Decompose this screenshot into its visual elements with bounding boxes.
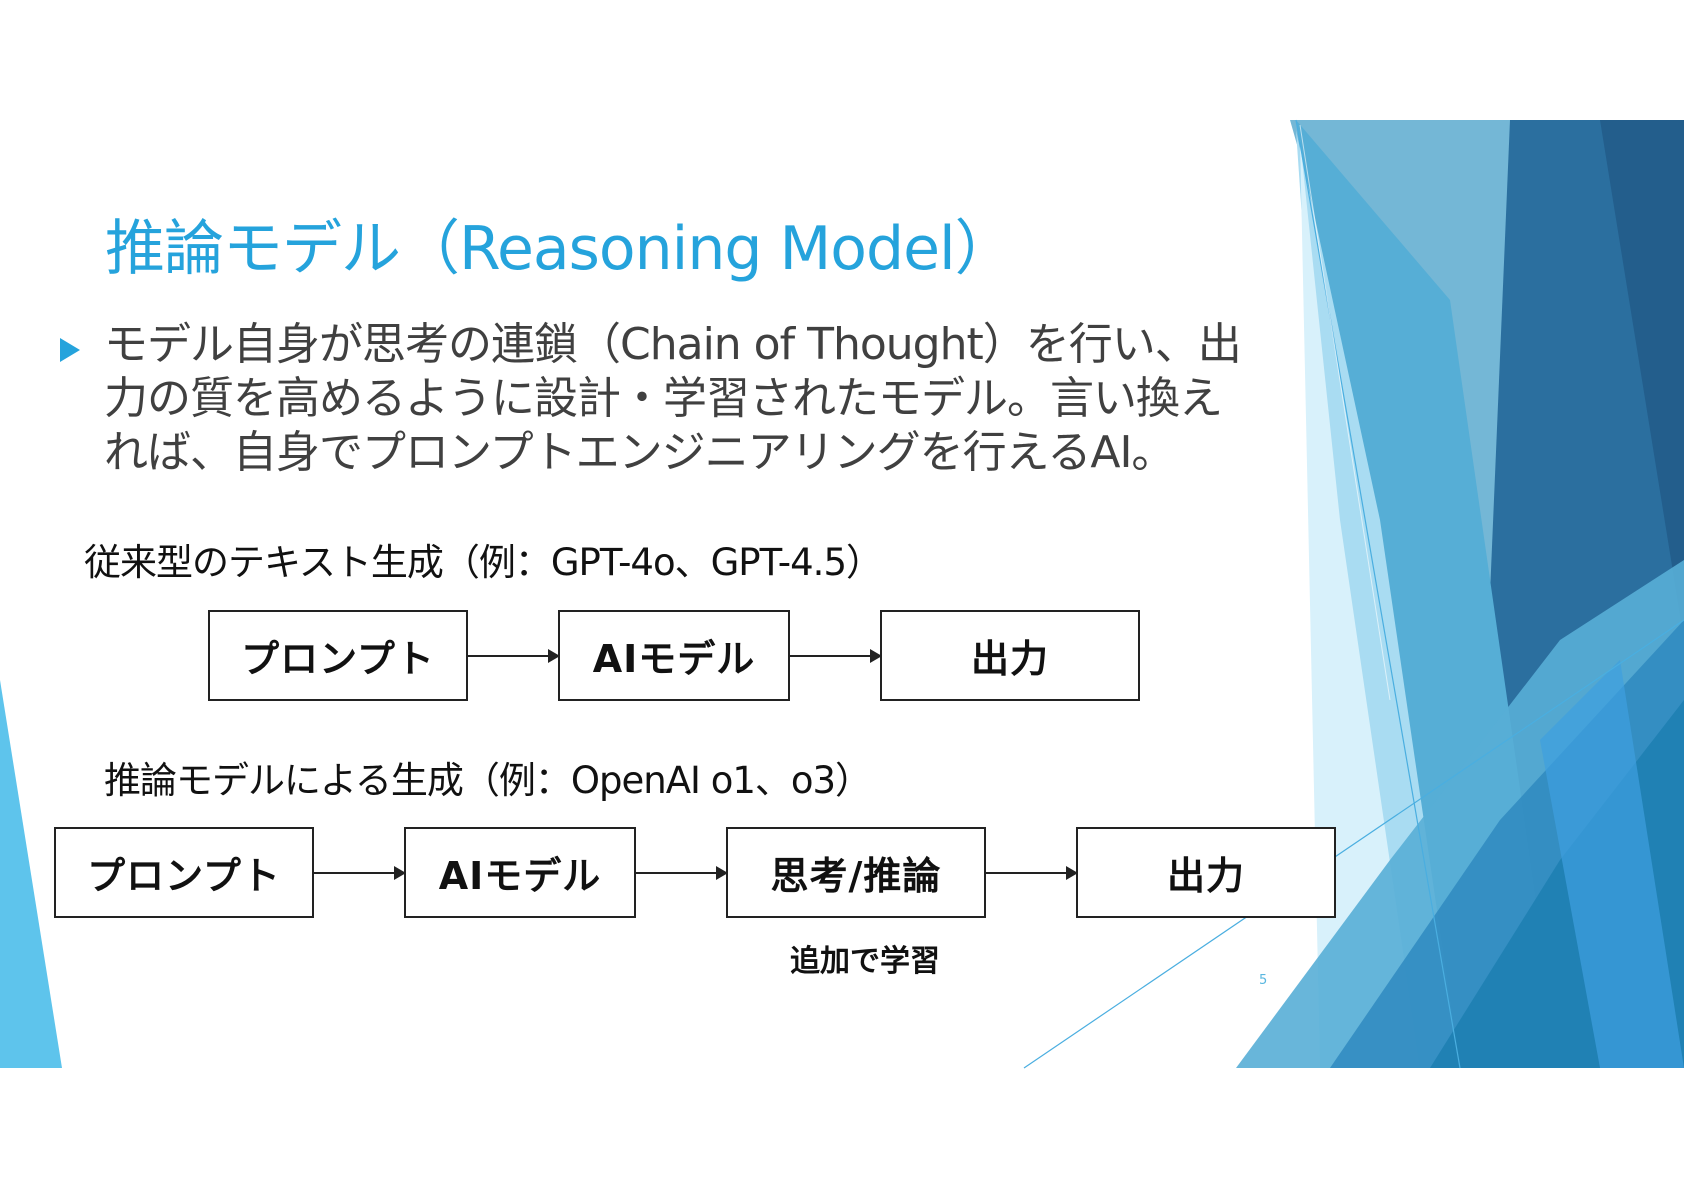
deco-line-3 (1299, 124, 1391, 701)
bullet-line-3: れば、自身でプロンプトエンジニアリングを行えるAI。 (104, 427, 1175, 478)
traditional-arrow-2 (790, 649, 882, 663)
reasoning-prompt-box: プロンプト (54, 827, 314, 918)
reasoning-arrow-2 (636, 866, 728, 880)
reasoning-arrow-3 (986, 866, 1078, 880)
bullet-text: モデル自身が思考の連鎖（Chain of Thought）を行い、出 力の質を高… (104, 318, 1334, 480)
page-number: 5 (1259, 973, 1268, 988)
deco-line-2 (1295, 119, 1461, 1069)
reasoning-think-box: 思考/推論 (726, 827, 986, 918)
triangle-bullet-icon (60, 338, 80, 362)
reasoning-ai-model-box: AIモデル (404, 827, 636, 918)
traditional-prompt-box: プロンプト (208, 610, 468, 701)
traditional-output-box: 出力 (880, 610, 1140, 701)
deco-line-1 (1023, 619, 1684, 1069)
reasoning-arrow-1 (314, 866, 406, 880)
reasoning-flow-label: 推論モデルによる生成（例：OpenAI o1、o3） (104, 759, 872, 802)
additional-training-note: 追加で学習 (790, 944, 940, 979)
reasoning-output-box: 出力 (1076, 827, 1336, 918)
slide-title: 推論モデル（Reasoning Model） (105, 214, 1015, 284)
left-deco-shape (0, 680, 62, 1068)
bullet-line-1: モデル自身が思考の連鎖（Chain of Thought）を行い、出 (104, 319, 1242, 370)
traditional-flow-label: 従来型のテキスト生成（例：GPT-4o、GPT-4.5） (84, 541, 883, 584)
traditional-arrow-1 (468, 649, 560, 663)
right-deco-shape-3 (1600, 120, 1684, 640)
traditional-ai-model-box: AIモデル (558, 610, 790, 701)
right-deco-shape-10 (1540, 660, 1684, 1068)
bullet-line-2: 力の質を高めるように設計・学習されたモデル。言い換え (104, 373, 1223, 424)
